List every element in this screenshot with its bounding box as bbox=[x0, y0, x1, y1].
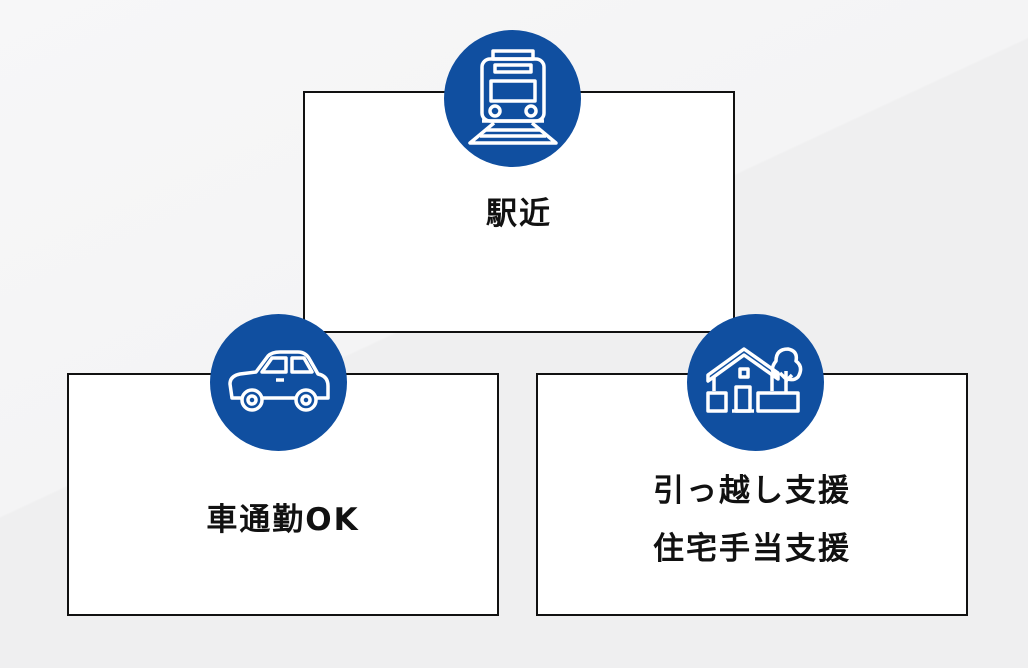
card-label: 車通勤OK bbox=[206, 501, 360, 538]
card-label-line1: 引っ越し支援 bbox=[653, 472, 851, 509]
card-housing: 引っ越し支援 住宅手当支援 bbox=[536, 373, 968, 616]
card-label-line2: 住宅手当支援 bbox=[653, 530, 851, 567]
card-label: 駅近 bbox=[486, 196, 552, 232]
car-icon bbox=[210, 314, 347, 451]
train-icon bbox=[444, 30, 581, 167]
house-icon bbox=[687, 314, 824, 451]
